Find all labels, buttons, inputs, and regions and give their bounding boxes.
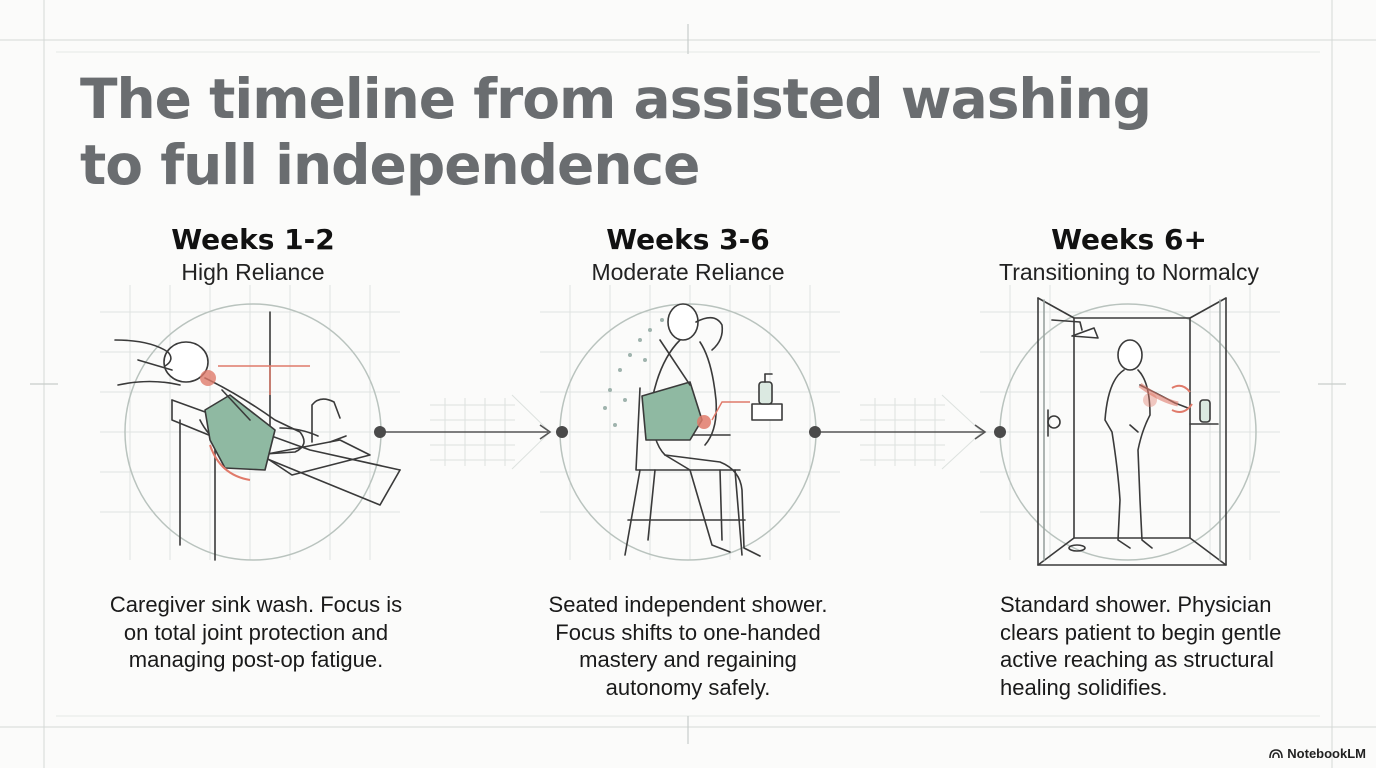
- transition-1: [374, 395, 568, 469]
- transition-2: [809, 395, 1006, 469]
- seated-shower-illustration: [625, 304, 782, 556]
- brand-label: NotebookLM: [1269, 746, 1366, 761]
- notebooklm-icon: [1269, 748, 1283, 759]
- reach-highlight-3: [1140, 385, 1192, 412]
- brand-name: NotebookLM: [1287, 746, 1366, 761]
- shoulder-highlight-2: [697, 402, 750, 429]
- stage-1-description: Caregiver sink wash. Focus is on total j…: [106, 591, 406, 674]
- stage-3-description: Standard shower. Physician clears patien…: [1000, 591, 1290, 701]
- sink-wash-illustration: [115, 312, 400, 560]
- stage-2-description: Seated independent shower. Focus shifts …: [538, 591, 838, 701]
